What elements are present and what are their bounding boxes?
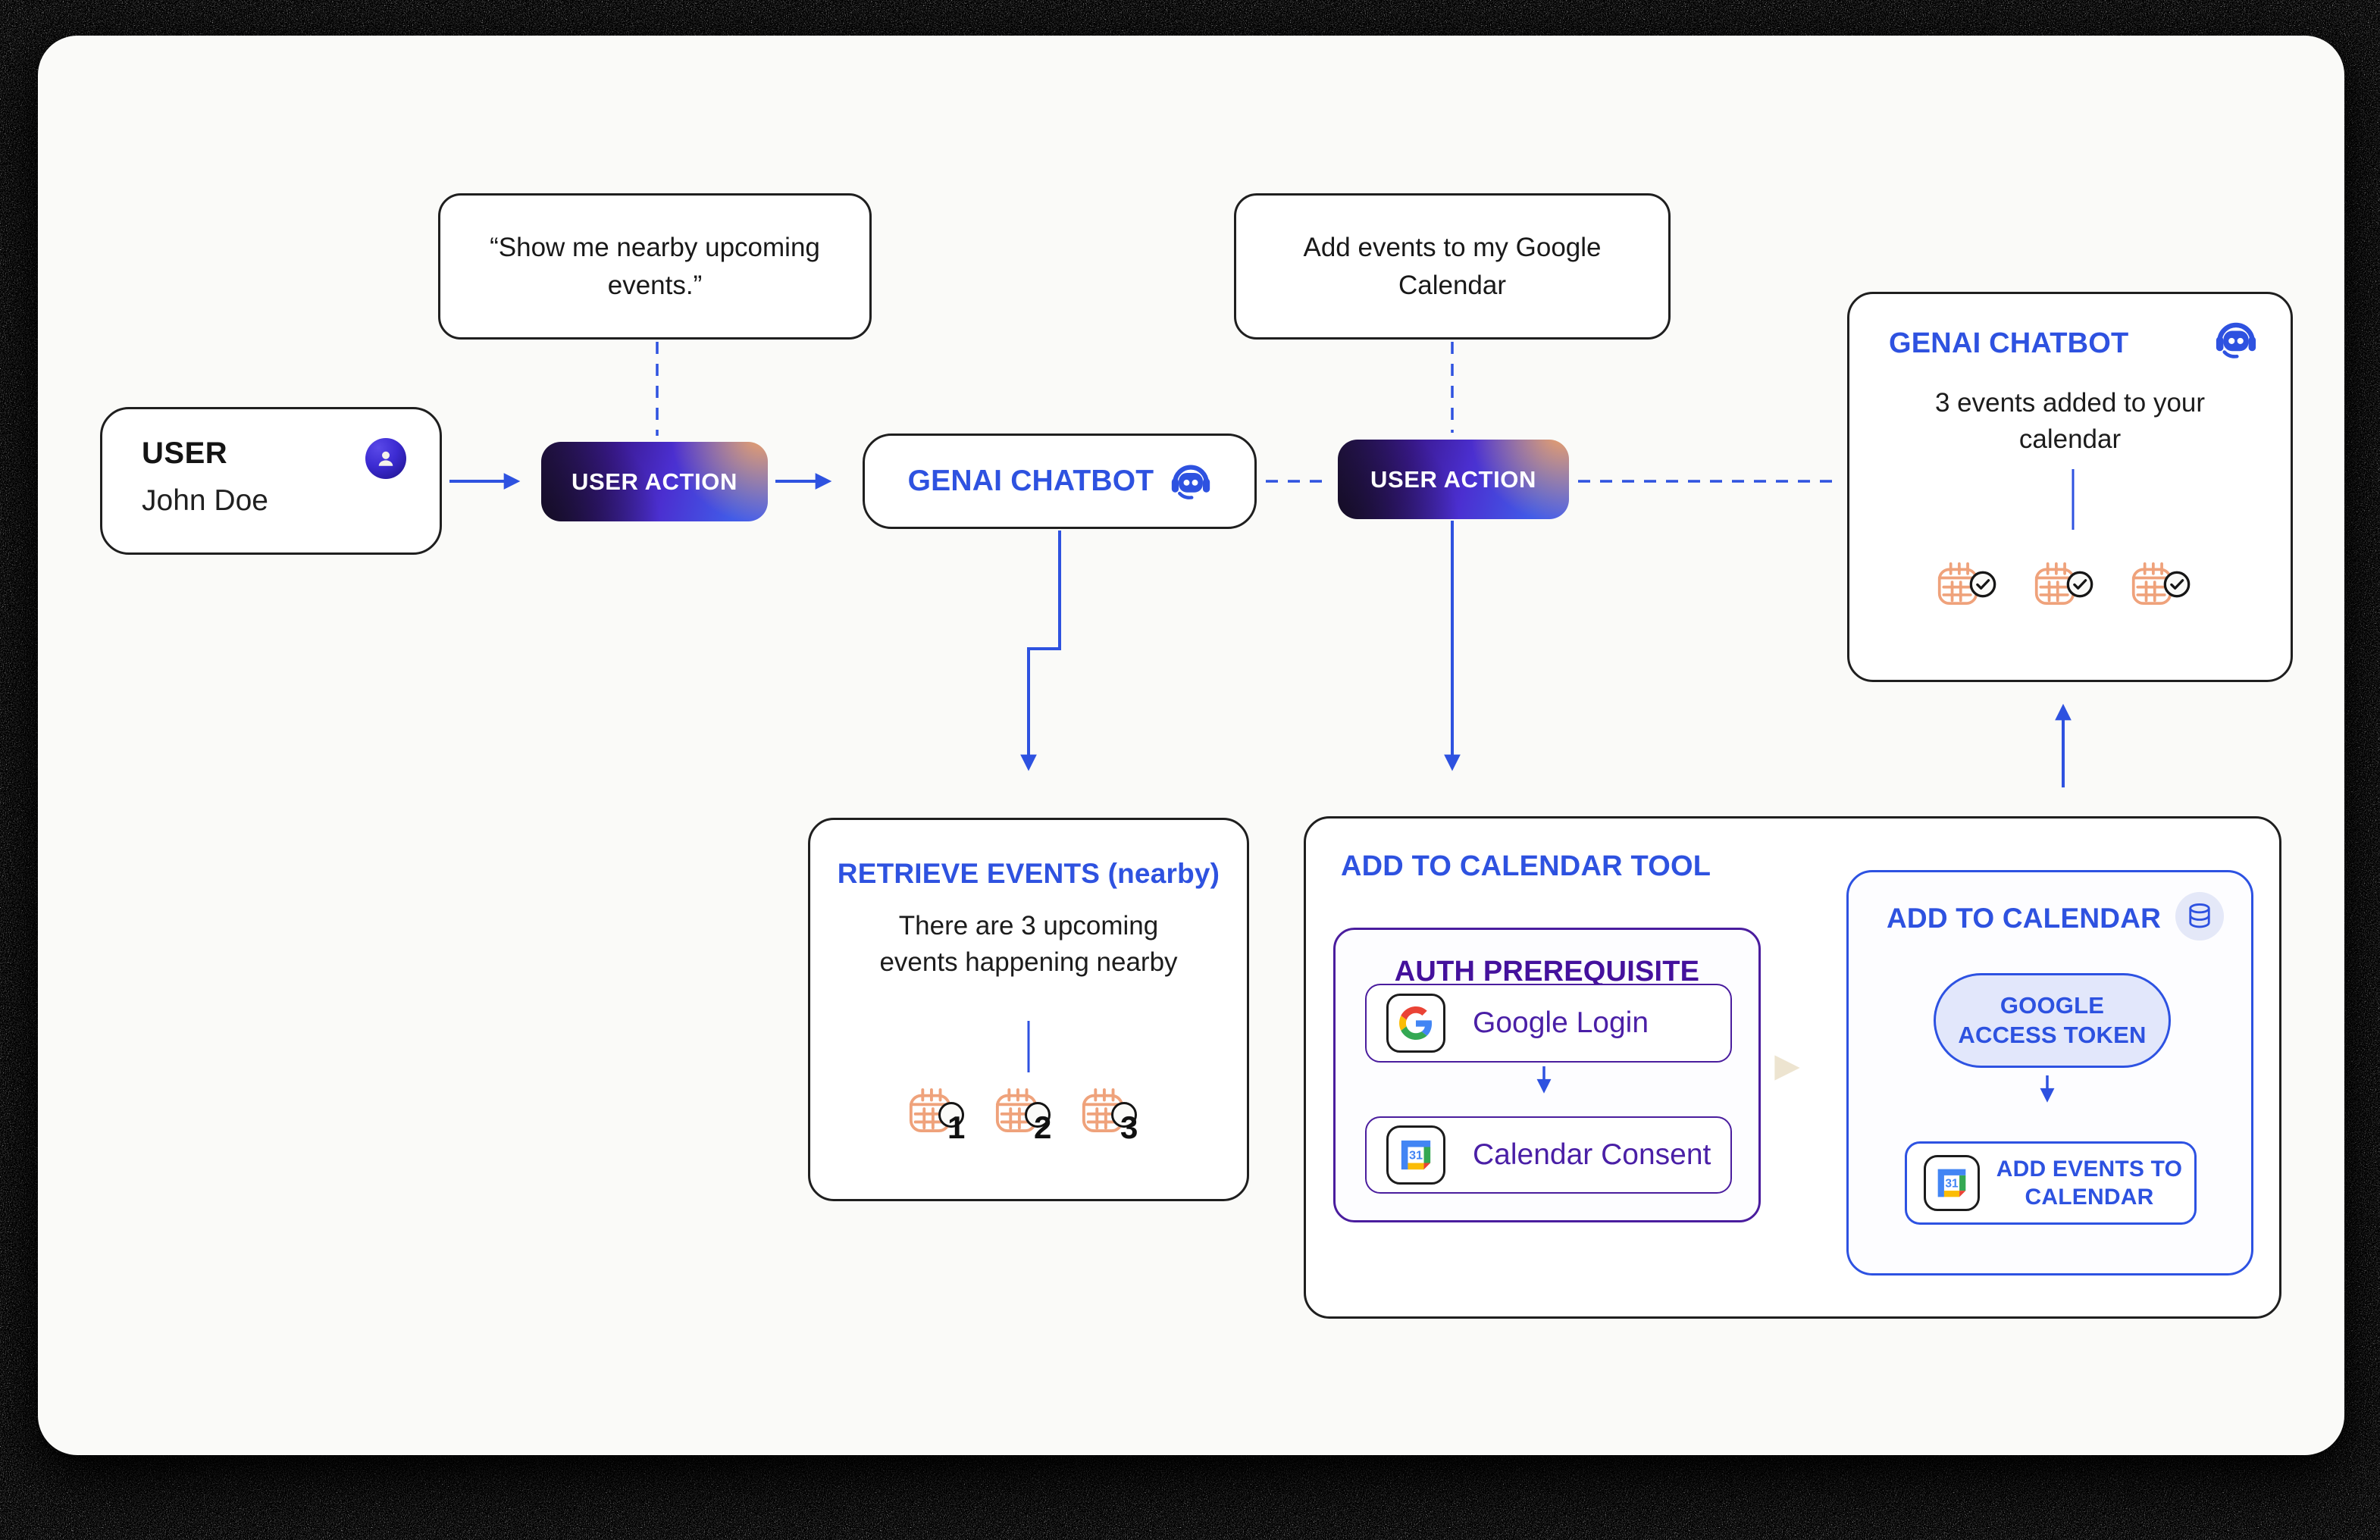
retrieve-events-title: RETRIEVE EVENTS (nearby) <box>837 858 1220 889</box>
check-circle-icon <box>2066 571 2093 598</box>
check-circle-icon <box>2163 571 2191 598</box>
calendar-consent-step: 31 Calendar Consent <box>1365 1116 1732 1194</box>
database-icon <box>2175 892 2224 941</box>
genai-chatbot-node: GENAI CHATBOT <box>863 434 1257 529</box>
speech-bubble-text: Add events to my Google Calendar <box>1303 232 1602 300</box>
robot-icon <box>1172 465 1210 499</box>
auth-prerequisite-title: AUTH PREREQUISITE <box>1394 956 1700 988</box>
google-calendar-icon: 31 <box>1924 1155 1980 1211</box>
check-circle-icon <box>1969 571 1996 598</box>
person-icon <box>378 451 393 466</box>
event-number: 1 <box>947 1110 966 1145</box>
user-action-node-2: USER ACTION <box>1338 440 1569 519</box>
retrieve-events-message: There are 3 upcoming events happening ne… <box>879 911 1178 978</box>
add-to-calendar-tool-card: ADD TO CALENDAR TOOL AUTH PREREQUISITE G… <box>1304 816 2281 1319</box>
svg-text:31: 31 <box>1945 1178 1959 1191</box>
add-events-to-calendar-step: 31 ADD EVENTS TO CALENDAR <box>1905 1141 2197 1225</box>
robot-icon <box>2215 320 2257 363</box>
nearby-events-icons: 1 2 <box>908 1087 1149 1163</box>
calendar-event-icon: 2 <box>994 1087 1063 1163</box>
calendar-check-icon <box>2131 561 2203 609</box>
auth-prerequisite-card: AUTH PREREQUISITE Google Login <box>1333 928 1761 1222</box>
genai-chatbot-label: GENAI CHATBOT <box>907 465 1154 497</box>
number-circle-icon <box>1111 1102 1137 1128</box>
speech-bubble-add-events: Add events to my Google Calendar <box>1234 193 1671 340</box>
add-to-calendar-card: ADD TO CALENDAR GOOGLE ACCESS TOKEN <box>1846 870 2253 1276</box>
diagram-canvas: “Show me nearby upcoming events.” Add ev… <box>38 36 2344 1455</box>
user-name: John Doe <box>142 484 268 517</box>
event-number: 2 <box>1034 1110 1052 1145</box>
google-login-label: Google Login <box>1473 1006 1649 1039</box>
user-card: USER John Doe <box>100 407 442 555</box>
arrow-chatbot-to-retrieve <box>1020 531 1061 772</box>
svg-text:31: 31 <box>1409 1149 1423 1163</box>
google-login-step: Google Login <box>1365 984 1732 1063</box>
added-events-icons <box>1937 561 2203 609</box>
calendar-event-icon: 3 <box>1081 1087 1149 1163</box>
google-g-icon <box>1386 994 1445 1053</box>
google-access-token-pill: GOOGLE ACCESS TOKEN <box>1934 973 2171 1068</box>
add-to-calendar-title: ADD TO CALENDAR <box>1887 903 2162 934</box>
user-action-node-1: USER ACTION <box>541 442 768 521</box>
add-events-to-calendar-label: ADD EVENTS TO CALENDAR <box>1996 1156 2183 1210</box>
calendar-event-icon: 1 <box>908 1087 976 1163</box>
calendar-consent-label: Calendar Consent <box>1473 1138 1711 1171</box>
calendar-check-icon <box>1937 561 2009 609</box>
speech-bubble-show-events: “Show me nearby upcoming events.” <box>438 193 872 340</box>
calendar-check-icon <box>2034 561 2106 609</box>
number-circle-icon <box>938 1102 964 1128</box>
user-action-label: USER ACTION <box>1370 465 1536 493</box>
genai-chatbot-result-card: GENAI CHATBOT 3 events added to your cal… <box>1847 292 2293 682</box>
google-calendar-icon: 31 <box>1386 1125 1445 1185</box>
user-action-label: USER ACTION <box>571 468 737 495</box>
event-number: 3 <box>1120 1110 1138 1145</box>
result-message: 3 events added to your calendar <box>1934 388 2206 455</box>
avatar <box>365 438 406 479</box>
number-circle-icon <box>1025 1102 1051 1128</box>
retrieve-events-card: RETRIEVE EVENTS (nearby) There are 3 upc… <box>808 818 1249 1201</box>
google-access-token-label: GOOGLE ACCESS TOKEN <box>1958 991 2147 1048</box>
speech-bubble-text: “Show me nearby upcoming events.” <box>490 232 820 300</box>
tool-title: ADD TO CALENDAR TOOL <box>1341 850 1711 882</box>
user-card-title: USER <box>142 437 228 470</box>
genai-result-title: GENAI CHATBOT <box>1889 327 2129 359</box>
